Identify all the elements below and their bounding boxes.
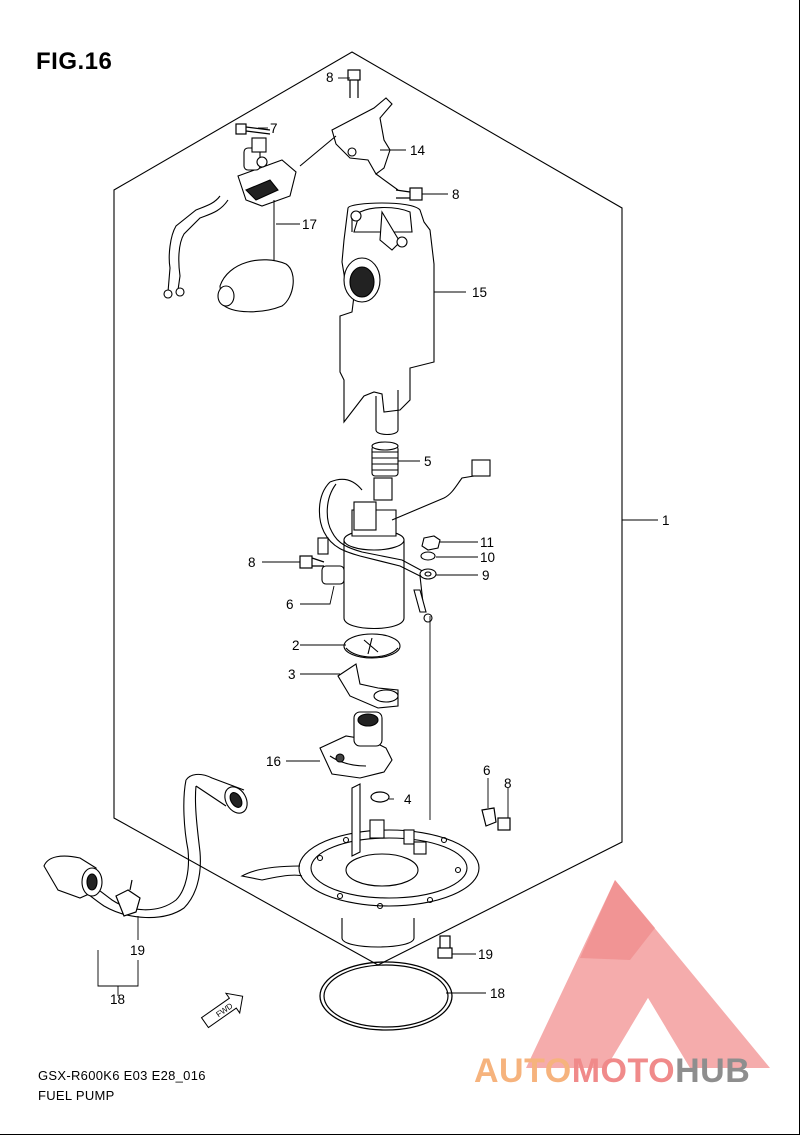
watermark-text: AUTOMOTOHUB xyxy=(474,1052,750,1091)
watermark-auto: AUTO xyxy=(474,1052,572,1090)
callout-10: 10 xyxy=(480,550,495,565)
rubber-cushion-2 xyxy=(343,633,401,659)
callout-2: 2 xyxy=(292,638,300,653)
hose-clamp-19 xyxy=(115,879,141,917)
pump-holder-3 xyxy=(337,663,399,709)
callout-11: 11 xyxy=(480,535,494,550)
callout-14: 16 xyxy=(266,754,281,769)
callout-8: 8 xyxy=(452,187,460,202)
automotohub-watermark-logo xyxy=(526,880,770,1068)
callout-18: 18 xyxy=(110,992,125,1007)
callout-15: 17 xyxy=(302,217,317,232)
bolt-7 xyxy=(235,123,271,135)
forward-direction-badge: FWD xyxy=(200,992,244,1029)
pressure-regulator-14 xyxy=(319,711,393,779)
callout-7: 7 xyxy=(270,121,278,136)
fuel-pump-holder-13 xyxy=(339,202,435,436)
callout-16: 18 xyxy=(490,986,505,1001)
callout-12: 14 xyxy=(410,143,426,158)
pump-mounting-plate xyxy=(240,783,480,948)
bolt-8-top xyxy=(347,69,361,98)
model-code: GSX-R600K6 E03 E28_016 xyxy=(38,1068,206,1083)
figure-footer: GSX-R600K6 E03 E28_016 FUEL PUMP xyxy=(38,1066,206,1106)
callout-8: 8 xyxy=(504,776,512,791)
callout-9: 9 xyxy=(482,568,490,583)
callout-3: 3 xyxy=(288,667,296,682)
o-ring-4 xyxy=(370,791,390,803)
callout-1: 1 xyxy=(662,513,670,528)
washer-stack xyxy=(419,535,441,580)
clamp-6-and-screw-8 xyxy=(481,807,511,831)
screw-8-pump xyxy=(299,555,325,569)
watermark-hub: HUB xyxy=(675,1052,751,1090)
fuel-hose-18 xyxy=(43,773,248,919)
bolt-8-right xyxy=(395,187,423,201)
bracket-12 xyxy=(299,97,399,191)
filter-cap-5 xyxy=(371,441,399,477)
callout-6: 6 xyxy=(483,763,491,778)
figure-title: FIG.16 xyxy=(36,48,113,75)
callout-19: 19 xyxy=(130,943,145,958)
watermark-moto: MOTO xyxy=(571,1052,676,1090)
callout-17: 19 xyxy=(478,947,493,962)
callout-8: 8 xyxy=(326,70,334,85)
gasket-16 xyxy=(319,961,453,1031)
bolt-17 xyxy=(437,935,453,959)
callout-8: 8 xyxy=(248,555,256,570)
callout-5: 5 xyxy=(424,454,432,469)
callout-numbers: 8 7 14 8 17 15 5 1 11 10 9 8 6 2 3 16 4 … xyxy=(110,70,670,1007)
figure-caption: FUEL PUMP xyxy=(38,1088,115,1103)
callout-13: 15 xyxy=(472,285,487,300)
callout-6: 6 xyxy=(286,597,294,612)
fuel-level-gauge xyxy=(163,137,297,313)
fuel-pump-motor xyxy=(317,459,491,630)
leader-lines xyxy=(97,77,658,996)
callout-4: 4 xyxy=(404,792,412,807)
